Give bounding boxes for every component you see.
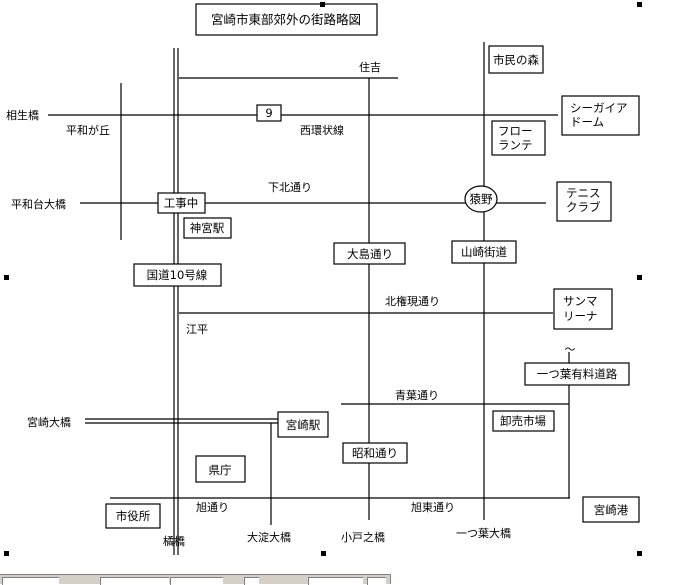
route-9-label: 9	[265, 106, 272, 120]
sun-marina-label-1: サンマ	[563, 294, 598, 308]
route-10-label: 国道10号線	[147, 268, 208, 282]
asahihigashi-dori-label: 旭東通り	[411, 500, 455, 514]
selection-handle-bottom[interactable]	[321, 551, 326, 556]
hitotsuba-toll-box	[524, 362, 630, 386]
toolbar-button[interactable]	[170, 577, 223, 585]
selection-handle-right[interactable]	[637, 275, 642, 280]
hitotsuba-toll-label: 一つ葉有料道路	[537, 367, 618, 381]
toolbar-button[interactable]	[308, 577, 363, 585]
yamazaki-kaido-label: 山崎街道	[461, 245, 507, 259]
miyazaki-ohashi-label: 宮崎大橋	[27, 415, 71, 429]
saruno-circle	[464, 185, 498, 213]
selection-handle-top[interactable]	[320, 2, 325, 7]
ehira-label: 江平	[186, 323, 208, 336]
route-9-badge	[256, 104, 282, 122]
wholesale-market-label: 卸売市場	[500, 414, 546, 428]
sun-marina-label-2: リーナ	[563, 309, 598, 323]
miyazaki-station-box	[277, 411, 329, 438]
tennis-club-label-1: テニス	[566, 186, 601, 200]
asahi-dori-label: 旭通り	[196, 500, 229, 514]
miyazaki-port-label: 宮崎港	[594, 503, 629, 517]
yamazaki-kaido-box	[451, 240, 517, 264]
selection-handle-bottom-left[interactable]	[4, 551, 9, 556]
prefectural-office-box	[195, 455, 246, 483]
saikanjosen-label: 西環状線	[300, 123, 344, 137]
toolbar-button[interactable]	[367, 577, 386, 585]
tennis-club-label-2: クラブ	[566, 200, 601, 214]
toolbar-button[interactable]	[244, 577, 259, 585]
shimokita-dori-label: 下北通り	[268, 181, 312, 194]
aioibashi-label: 相生橋	[6, 108, 39, 122]
tilde-mark: ～	[565, 343, 576, 356]
floranthe-label-2: ランテ	[498, 138, 533, 152]
saruno-label: 猿野	[470, 192, 493, 206]
floranthe-label-1: フロー	[498, 124, 533, 138]
seagaia-dome-box	[561, 95, 640, 136]
showa-dori-label: 昭和通り	[352, 446, 398, 460]
tachibanabashi-label: 橘橋	[163, 534, 185, 548]
showa-dori-box	[342, 442, 408, 464]
toolbar-button[interactable]	[2, 577, 59, 585]
seagaia-dome-label-2: ドーム	[570, 115, 604, 129]
miyazaki-port-box	[582, 496, 640, 523]
tennis-club-box	[556, 181, 612, 222]
toolbar-button[interactable]	[100, 577, 169, 585]
seagaia-dome-label-1: シーガイア	[570, 101, 628, 115]
sumiyoshi-label: 住吉	[359, 60, 381, 74]
floranthe-box	[491, 120, 546, 156]
city-hall-label: 市役所	[116, 509, 151, 523]
heiwadai-ohashi-label: 平和台大橋	[11, 197, 66, 211]
hitotsuba-ohashi-label: 一つ葉大橋	[456, 526, 511, 540]
sun-marina-box	[553, 288, 613, 330]
aoba-dori-label: 青葉通り	[395, 388, 439, 402]
prefectural-office-label: 県庁	[209, 463, 232, 477]
heiwagaoka-label: 平和が丘	[66, 123, 110, 137]
selection-handle-bottom-right[interactable]	[637, 551, 642, 556]
city-hall-box	[105, 503, 161, 529]
miyazaki-station-label: 宮崎駅	[286, 418, 321, 432]
selection-handle-top-right[interactable]	[637, 2, 642, 7]
oyodo-ohashi-label: 大淀大橋	[247, 530, 291, 544]
kitagongen-dori-label: 北権現通り	[385, 294, 440, 308]
selection-handle-left[interactable]	[4, 275, 9, 280]
wholesale-market-box	[492, 410, 555, 432]
shimin-no-mori-box	[488, 45, 544, 74]
title-box	[195, 3, 378, 36]
construction-box	[157, 192, 206, 214]
jingu-station-label: 神宮駅	[190, 221, 225, 235]
odonoshi-bashi-label: 小戸之橋	[341, 530, 385, 544]
oshima-dori-box	[333, 242, 406, 265]
construction-label: 工事中	[164, 196, 199, 210]
map-title: 宮崎市東部郊外の街路略図	[211, 12, 361, 27]
oshima-dori-label: 大島通り	[347, 247, 393, 261]
drawing-toolbar	[0, 574, 391, 585]
route-10-box	[133, 263, 222, 287]
jingu-station-box	[183, 217, 232, 239]
shimin-no-mori-label: 市民の森	[493, 53, 539, 67]
